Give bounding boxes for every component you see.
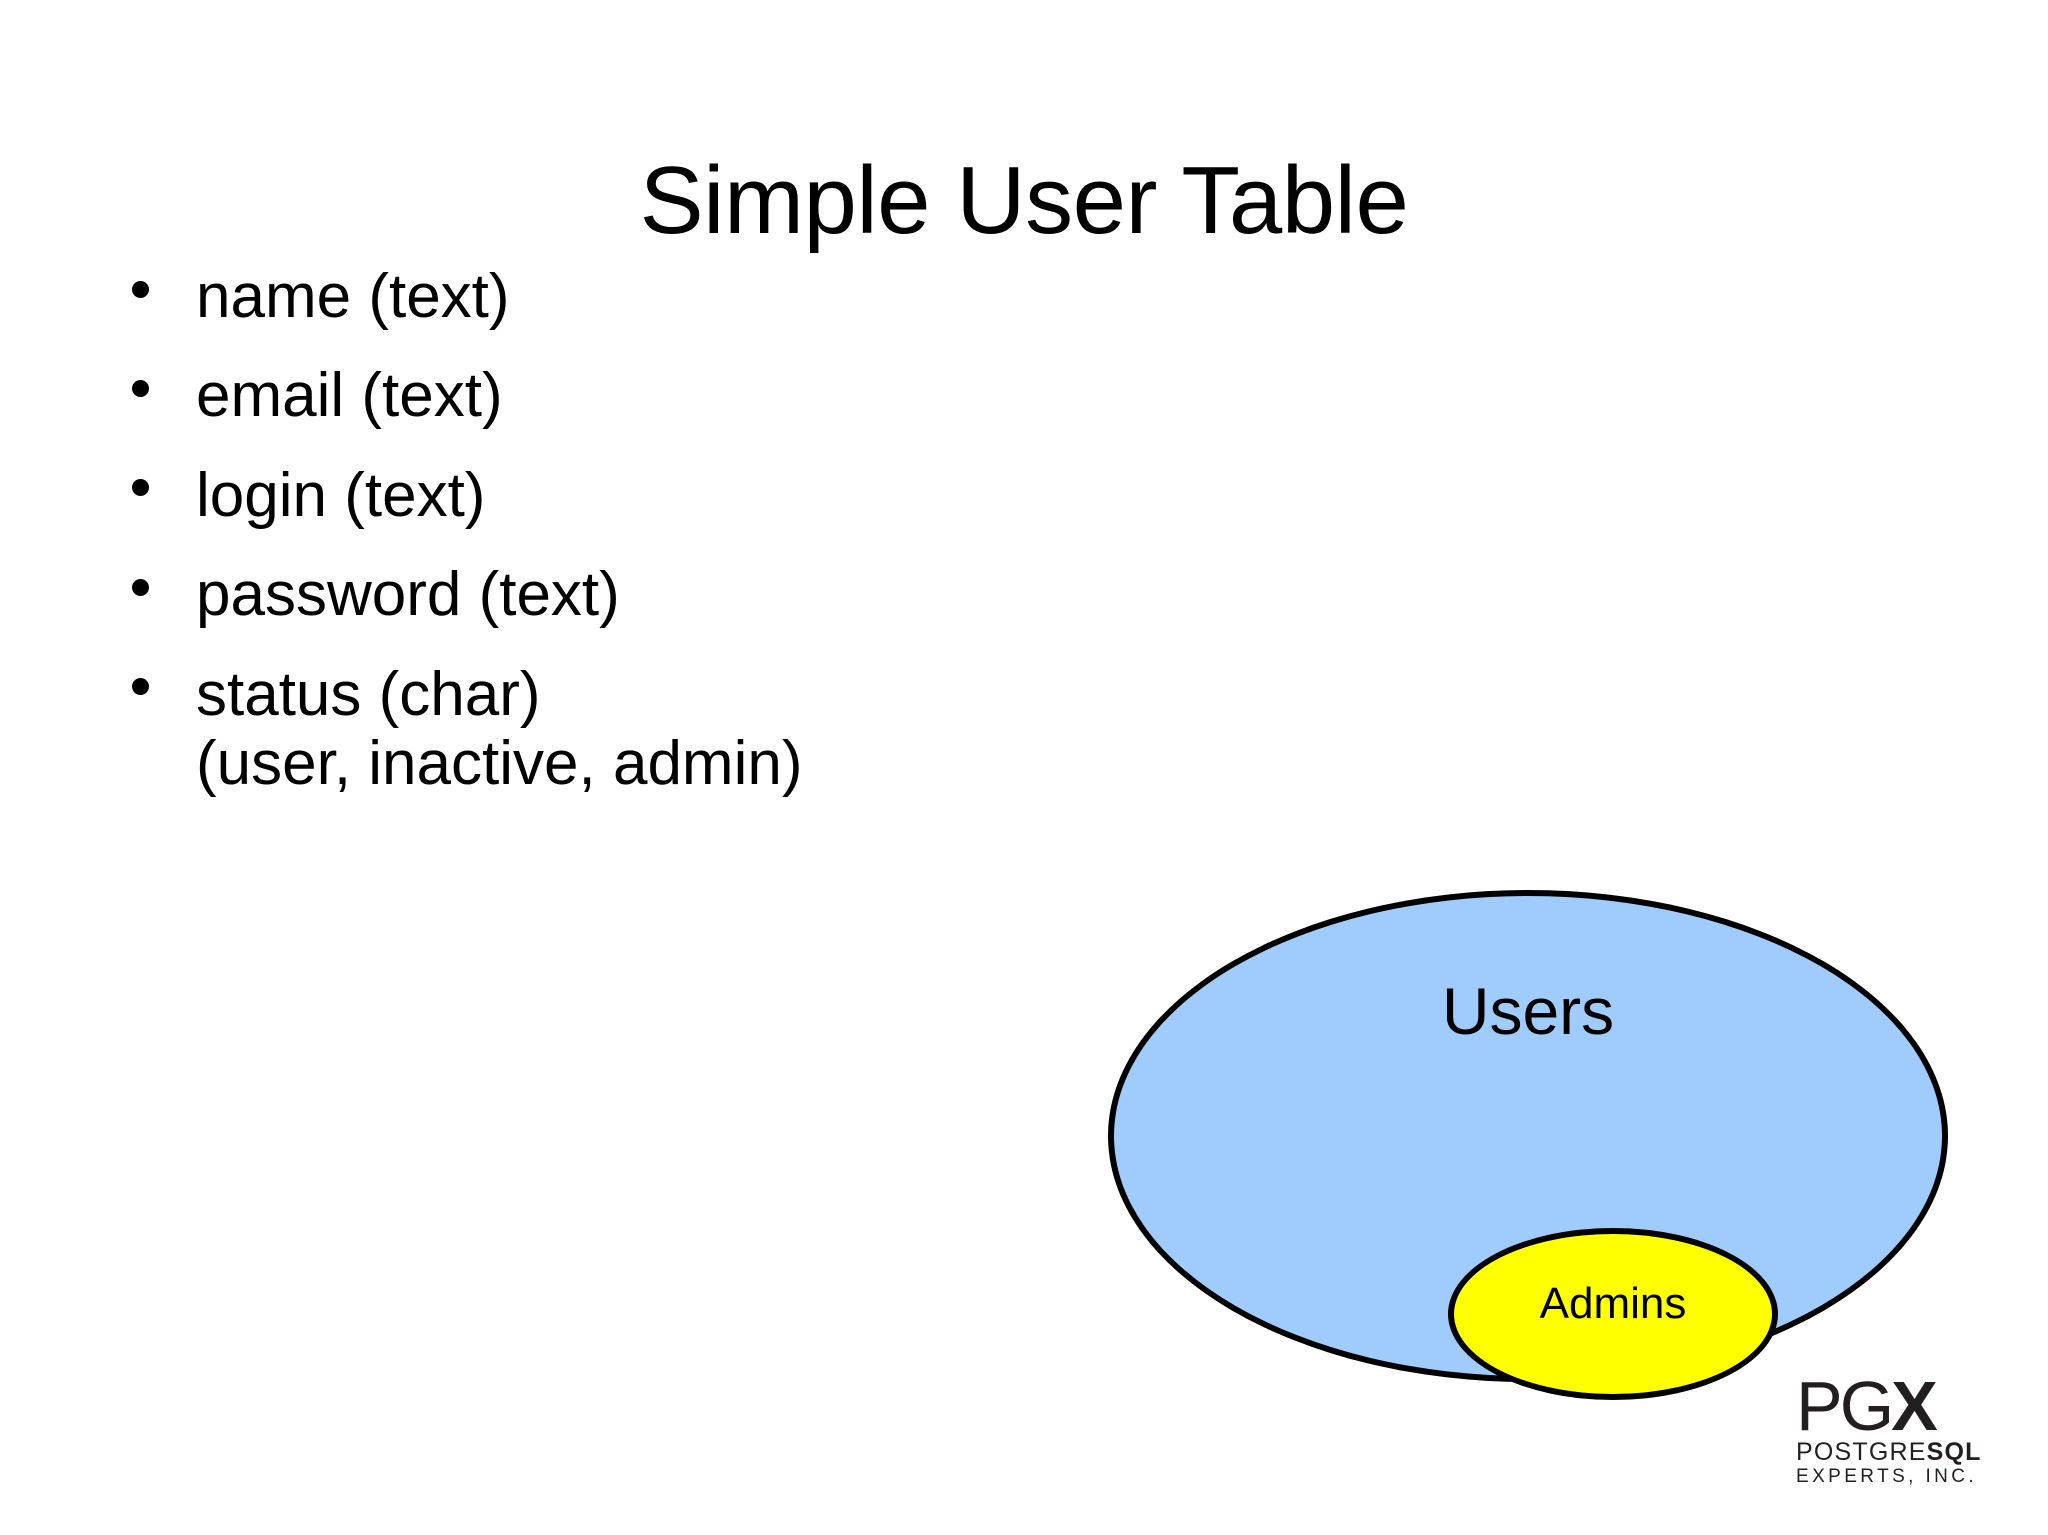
bullet-dot-icon — [132, 678, 149, 696]
bullet-dot-icon — [132, 380, 149, 398]
column-bullet-list: name (text) email (text) login (text) pa… — [118, 262, 1038, 799]
list-item-label: password (text) — [196, 560, 620, 630]
bullet-dot-icon — [132, 578, 149, 596]
list-item-label: login (text) — [196, 460, 486, 530]
pgx-tagline-prefix: POSTGRE — [1796, 1437, 1927, 1466]
list-item: status (char) (user, inactive, admin) — [118, 660, 1038, 799]
list-item: email (text) — [118, 361, 1038, 430]
list-item-sublabel: (user, inactive, admin) — [196, 729, 803, 799]
list-item-label: email (text) — [196, 361, 503, 431]
list-item-label: name (text) — [196, 262, 510, 331]
bullet-dot-icon — [132, 479, 149, 497]
venn-diagram: Users Admins — [1108, 890, 1968, 1410]
page-title: Simple User Table — [639, 147, 1409, 255]
list-item: name (text) — [118, 262, 1038, 331]
list-item: login (text) — [118, 461, 1038, 530]
users-set-label: Users — [1441, 974, 1615, 1048]
admins-set-label: Admins — [1539, 1279, 1687, 1328]
pgx-wordmark-pg: PG — [1796, 1367, 1894, 1445]
pgx-tagline-experts: EXPERTS, INC. — [1796, 1465, 1978, 1487]
pgx-tagline-postgresql: POSTGRESQL — [1796, 1438, 1996, 1466]
pgx-wordmark-x: X — [1891, 1367, 1938, 1445]
list-item-label: status (char) — [196, 659, 541, 729]
pgx-wordmark: PGX — [1796, 1371, 1996, 1441]
pgx-logo: PGX POSTGRESQL EXPERTS, INC. — [1796, 1371, 1996, 1487]
list-item: password (text) — [118, 560, 1038, 629]
admins-set-ellipse — [1448, 1228, 1778, 1400]
bullet-dot-icon — [132, 280, 149, 298]
pgx-tagline-sql: SQL — [1926, 1437, 1982, 1466]
